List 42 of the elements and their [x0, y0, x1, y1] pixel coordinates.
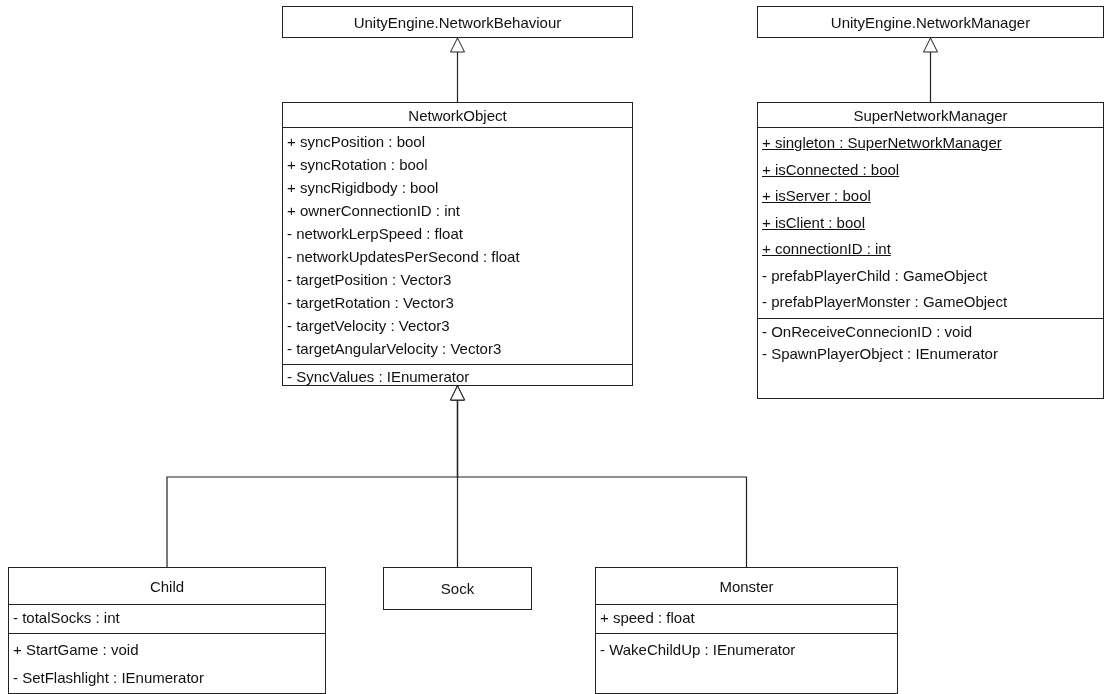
member-text: + connectionID : int	[762, 239, 891, 259]
class-name: SuperNetworkManager	[853, 106, 1008, 124]
member-text: - targetPosition : Vector3	[287, 270, 452, 290]
class-name: Monster	[719, 577, 774, 595]
generalization-arrow	[450, 37, 465, 103]
member-text: + syncPosition : bool	[287, 132, 425, 152]
member-text: - prefabPlayerChild : GameObject	[762, 265, 988, 286]
member-text: + isClient : bool	[762, 212, 865, 233]
member-text: - SetFlashlight : IEnumerator	[13, 668, 204, 688]
class-name: UnityEngine.NetworkBehaviour	[353, 13, 562, 31]
member-text: - networkUpdatesPerSecond : float	[287, 247, 520, 267]
member-text: + singleton : SuperNetworkManager	[762, 133, 1002, 153]
member-text: - networkLerpSpeed : float	[287, 224, 463, 244]
class-name: NetworkObject	[408, 106, 507, 124]
member-text: - SpawnPlayerObject : IEnumerator	[762, 344, 998, 364]
member-text: + syncRigidbody : bool	[287, 178, 439, 198]
member-text: - prefabPlayerMonster : GameObject	[762, 292, 1008, 312]
class-box	[282, 6, 633, 38]
class-box	[8, 567, 326, 694]
class-box	[757, 102, 1104, 399]
class-box	[383, 567, 532, 610]
class-box	[757, 6, 1104, 38]
member-text: - targetRotation : Vector3	[287, 293, 454, 313]
member-text: + syncRotation : bool	[287, 155, 428, 175]
member-text: - targetAngularVelocity : Vector3	[287, 339, 502, 359]
member-text: + ownerConnectionID : int	[287, 201, 460, 221]
class-name: Sock	[440, 580, 475, 597]
member-text: + isServer : bool	[762, 186, 871, 206]
member-text: - OnReceiveConnecionID : void	[762, 322, 973, 342]
generalization-arrow	[450, 385, 748, 568]
member-text: + isConnected : bool	[762, 159, 900, 180]
member-text: - WakeChildUp : IEnumerator	[600, 640, 796, 660]
class-name: UnityEngine.NetworkManager	[830, 13, 1031, 31]
member-text: - targetVelocity : Vector3	[287, 316, 450, 336]
member-text: + speed : float	[600, 608, 695, 628]
member-text: + StartGame : void	[13, 640, 139, 660]
member-text: - SyncValues : IEnumerator	[287, 367, 470, 387]
generalization-arrow	[923, 37, 938, 103]
member-text: - totalSocks : int	[13, 608, 120, 628]
class-box	[282, 102, 633, 386]
class-box	[595, 567, 898, 694]
class-name: Child	[149, 577, 185, 595]
